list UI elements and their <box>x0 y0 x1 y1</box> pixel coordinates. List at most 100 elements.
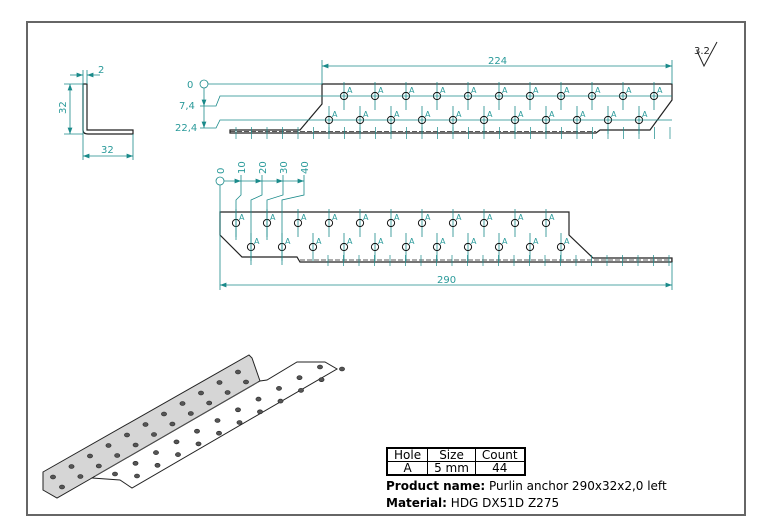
height-dimension: 32 <box>58 101 69 114</box>
ordinate-x-0: 0 <box>216 168 227 174</box>
product-name-label: Product name: <box>386 479 486 493</box>
hole-label: A <box>347 237 353 246</box>
iso-hole <box>105 443 112 448</box>
ordinate-0: 0 <box>187 80 193 91</box>
iso-hole <box>318 377 325 383</box>
hole-label: A <box>518 213 524 222</box>
thickness-dimension: 2 <box>98 65 104 76</box>
iso-hole <box>298 388 304 393</box>
iso-hole <box>243 379 249 385</box>
hole-a <box>463 242 473 252</box>
iso-hole <box>339 366 345 372</box>
iso-hole <box>134 473 140 479</box>
iso-hole <box>132 442 139 448</box>
iso-hole <box>224 390 231 395</box>
hole-a <box>525 242 535 252</box>
hole-label: A <box>580 110 586 119</box>
iso-hole <box>235 407 241 413</box>
hole-label: A <box>471 237 477 246</box>
hole-label: A <box>270 213 276 222</box>
iso-hole <box>198 390 204 396</box>
hole-label: A <box>409 86 415 95</box>
material-label: Material: <box>386 496 447 510</box>
iso-hole <box>50 474 56 480</box>
iso-hole <box>255 396 262 402</box>
iso-hole <box>317 364 323 370</box>
cell-size: 5 mm <box>427 461 476 476</box>
drawing-frame <box>26 21 746 516</box>
hole-label: A <box>456 213 462 222</box>
front-length-dimension: 290 <box>437 275 456 286</box>
header-count: Count <box>474 447 526 462</box>
hole-label: A <box>549 213 555 222</box>
hole-label: A <box>347 86 353 95</box>
iso-hole <box>59 484 65 490</box>
hole-label: A <box>239 213 245 222</box>
hole-label: A <box>378 86 384 95</box>
hole-a <box>448 218 458 228</box>
hole-a <box>355 218 365 228</box>
hole-a <box>339 242 349 252</box>
hole-a <box>417 218 427 228</box>
hole-label: A <box>285 237 291 246</box>
hole-label: A <box>642 110 648 119</box>
iso-hole <box>161 411 167 417</box>
hole-a <box>510 218 520 228</box>
hole-label: A <box>378 237 384 246</box>
hole-label: A <box>487 213 493 222</box>
hole-label: A <box>533 237 539 246</box>
material: Material: HDG DX51D Z275 <box>386 495 667 512</box>
hole-label: A <box>254 237 260 246</box>
hole-label: A <box>471 86 477 95</box>
profile-view: 2 32 32 <box>58 65 134 160</box>
iso-hole <box>236 420 243 425</box>
hole-label: A <box>394 213 400 222</box>
hole-label: A <box>518 110 524 119</box>
hole-label: A <box>533 86 539 95</box>
hole-label: A <box>440 237 446 246</box>
hole-label: A <box>502 86 508 95</box>
hole-label: A <box>332 213 338 222</box>
iso-hole <box>277 398 284 404</box>
iso-hole <box>195 441 202 447</box>
hole-a <box>308 242 318 252</box>
hole-a <box>556 242 566 252</box>
hole-label: A <box>425 110 431 119</box>
hole-label: A <box>332 110 338 119</box>
hole-a <box>293 218 303 228</box>
hole-label: A <box>316 237 322 246</box>
ordinate-22-4: 22,4 <box>175 123 197 134</box>
hole-label: A <box>394 110 400 119</box>
ordinate-x-30: 30 <box>279 161 290 174</box>
hole-label: A <box>626 86 632 95</box>
iso-hole <box>235 369 241 375</box>
hole-a <box>386 218 396 228</box>
iso-hole <box>112 471 118 477</box>
iso-hole <box>142 422 149 427</box>
hole-label: A <box>425 213 431 222</box>
width-dimension: 32 <box>101 145 114 156</box>
hole-label: A <box>409 237 415 246</box>
header-size: Size <box>427 447 476 462</box>
iso-hole <box>124 432 130 438</box>
iso-hole <box>206 400 213 406</box>
hole-label: A <box>440 86 446 95</box>
iso-hole <box>194 428 200 434</box>
iso-hole <box>153 450 159 455</box>
iso-hole <box>77 474 84 479</box>
ordinate-7-4: 7,4 <box>179 101 195 112</box>
hole-label: A <box>564 237 570 246</box>
surface-roughness-symbol: 3.2 <box>694 41 718 68</box>
iso-hole <box>95 463 102 469</box>
product-name-value: Purlin anchor 290x32x2,0 left <box>489 479 667 493</box>
hole-table: Hole Size Count A 5 mm 44 <box>386 447 526 476</box>
material-value: HDG DX51D Z275 <box>450 496 560 510</box>
iso-hole <box>276 386 282 391</box>
iso-hole <box>296 375 303 381</box>
hole-a <box>401 242 411 252</box>
hole-label: A <box>487 110 493 119</box>
hole-a <box>541 218 551 228</box>
iso-hole <box>114 453 121 458</box>
